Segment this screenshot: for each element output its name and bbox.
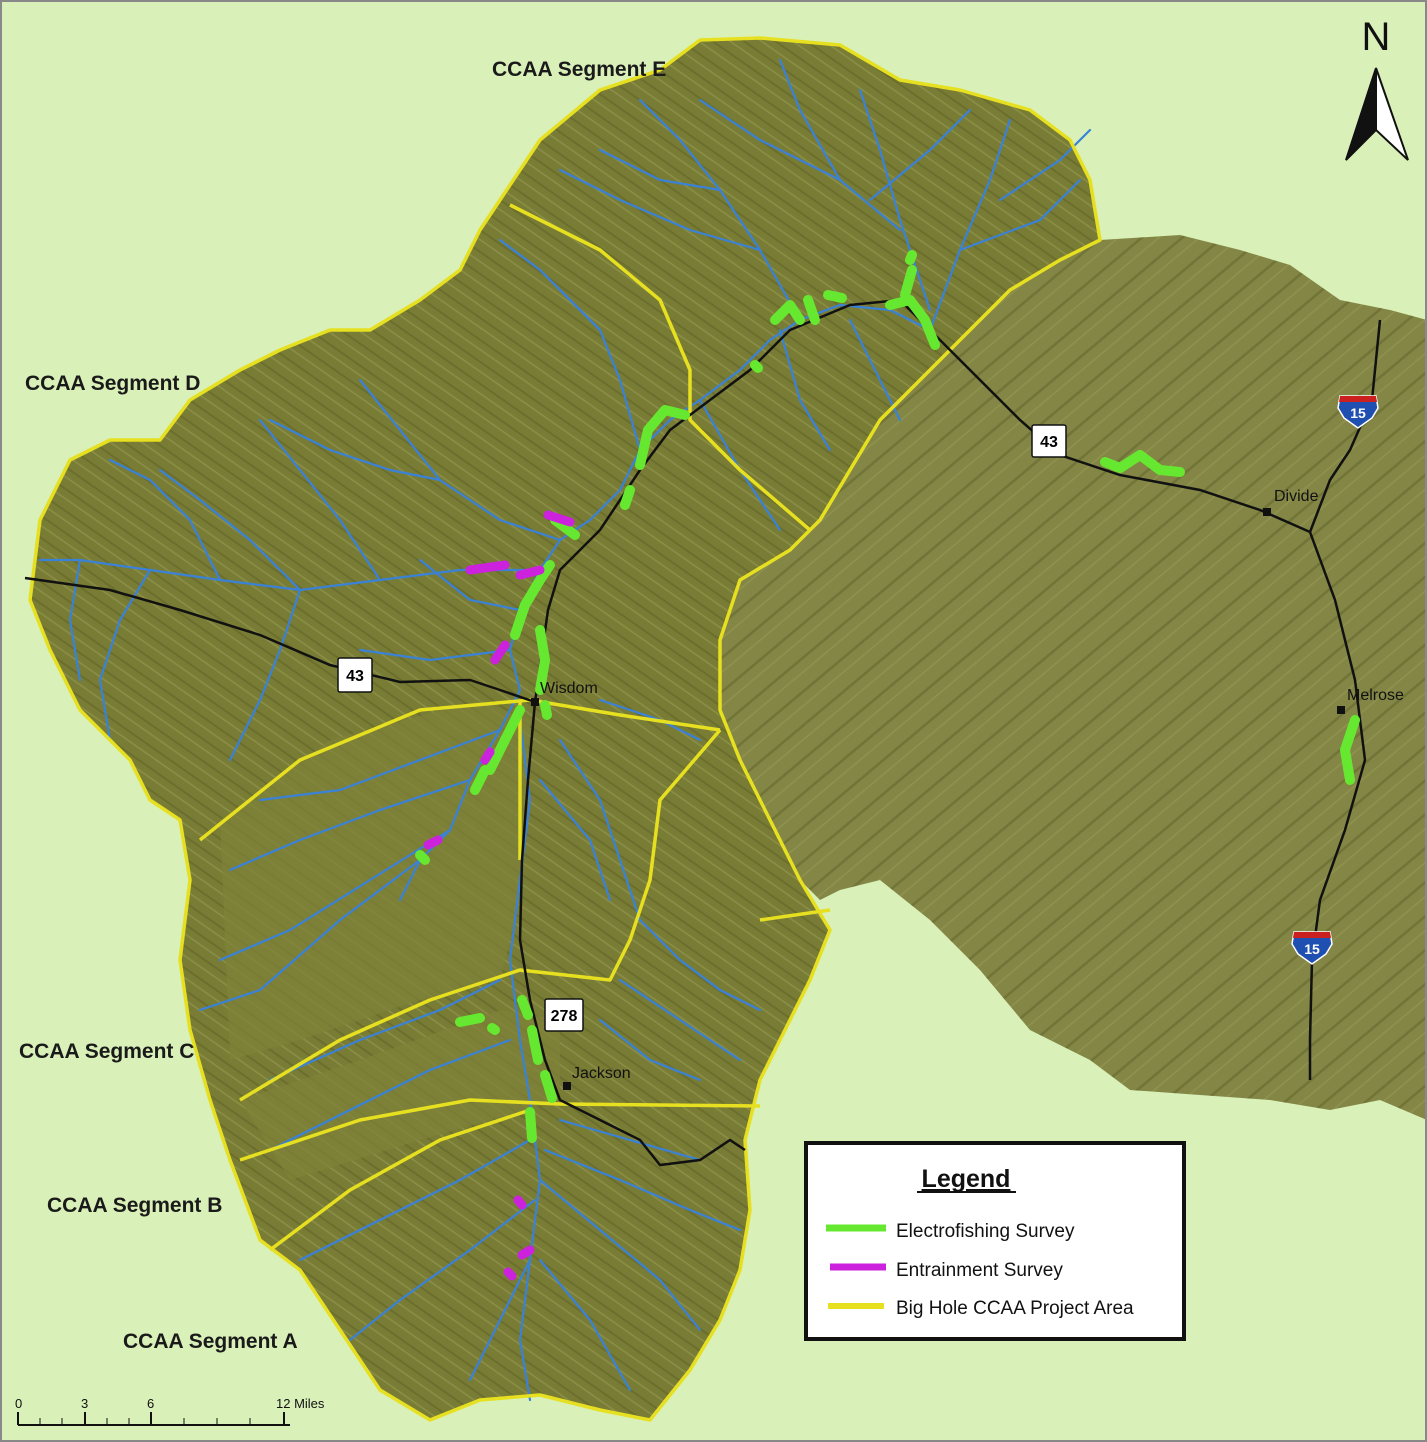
legend-label-electrofishing: Electrofishing Survey bbox=[896, 1221, 1075, 1242]
highway-43-west-road bbox=[24, 576, 536, 704]
towns: Wisdom Jackson Divide Melrose bbox=[531, 488, 1404, 1090]
scale-tick-6: 6 bbox=[147, 1396, 154, 1411]
highway-43-east-road bbox=[533, 298, 1311, 703]
entrainment-surveys bbox=[423, 510, 575, 1281]
scale-tick-3: 3 bbox=[81, 1396, 88, 1411]
divide-label: Divide bbox=[1274, 488, 1319, 505]
segment-labels: CCAA Segment E CCAA Segment D CCAA Segme… bbox=[19, 58, 666, 1353]
outer-terrain bbox=[720, 235, 1427, 1120]
divide-marker bbox=[1263, 508, 1271, 516]
north-arrow-label: N bbox=[1362, 15, 1391, 59]
melrose-label: Melrose bbox=[1347, 687, 1404, 704]
scale-tick-12: 12 Miles bbox=[276, 1396, 325, 1411]
legend-label-project-area: Big Hole CCAA Project Area bbox=[896, 1298, 1134, 1319]
segment-b-label: CCAA Segment B bbox=[47, 1194, 222, 1217]
route-278-shield: 278 bbox=[544, 998, 584, 1032]
melrose-marker bbox=[1337, 706, 1345, 714]
streams bbox=[38, 58, 1092, 1402]
segment-e-label: CCAA Segment E bbox=[492, 58, 666, 81]
wisdom-marker bbox=[531, 698, 539, 706]
highway-278-road bbox=[518, 701, 746, 1167]
svg-text:15: 15 bbox=[1304, 941, 1320, 957]
north-arrow: N bbox=[1345, 15, 1409, 161]
wisdom-label: Wisdom bbox=[540, 680, 598, 697]
svg-text:278: 278 bbox=[551, 1008, 578, 1025]
segment-d-label: CCAA Segment D bbox=[25, 372, 200, 395]
scale-tick-0: 0 bbox=[15, 1396, 22, 1411]
ccaa-project-boundary bbox=[28, 36, 1102, 1422]
svg-text:15: 15 bbox=[1350, 405, 1366, 421]
segment-c-label: CCAA Segment C bbox=[19, 1040, 194, 1063]
legend-title: Legend bbox=[922, 1165, 1011, 1193]
interstate-15-north-shield: 15 bbox=[1337, 395, 1379, 429]
segment-a-label: CCAA Segment A bbox=[123, 1330, 298, 1353]
jackson-marker bbox=[563, 1082, 571, 1090]
legend: Legend Electrofishing Survey Entrainment… bbox=[804, 1141, 1186, 1341]
jackson-label: Jackson bbox=[572, 1065, 631, 1082]
electrofishing-surveys bbox=[415, 250, 1360, 1143]
route-43-east-shield: 43 bbox=[1031, 424, 1067, 458]
scale-bar: 0 3 6 12 Miles bbox=[15, 1396, 325, 1426]
legend-label-entrainment: Entrainment Survey bbox=[896, 1260, 1063, 1281]
route-43-west-shield: 43 bbox=[337, 657, 373, 693]
interstate-15-south-shield: 15 bbox=[1291, 931, 1333, 965]
svg-text:43: 43 bbox=[346, 668, 364, 685]
svg-text:43: 43 bbox=[1040, 434, 1058, 451]
basin-terrain bbox=[30, 38, 1100, 1420]
highway-shields: 43 43 278 15 15 bbox=[337, 395, 1379, 1032]
